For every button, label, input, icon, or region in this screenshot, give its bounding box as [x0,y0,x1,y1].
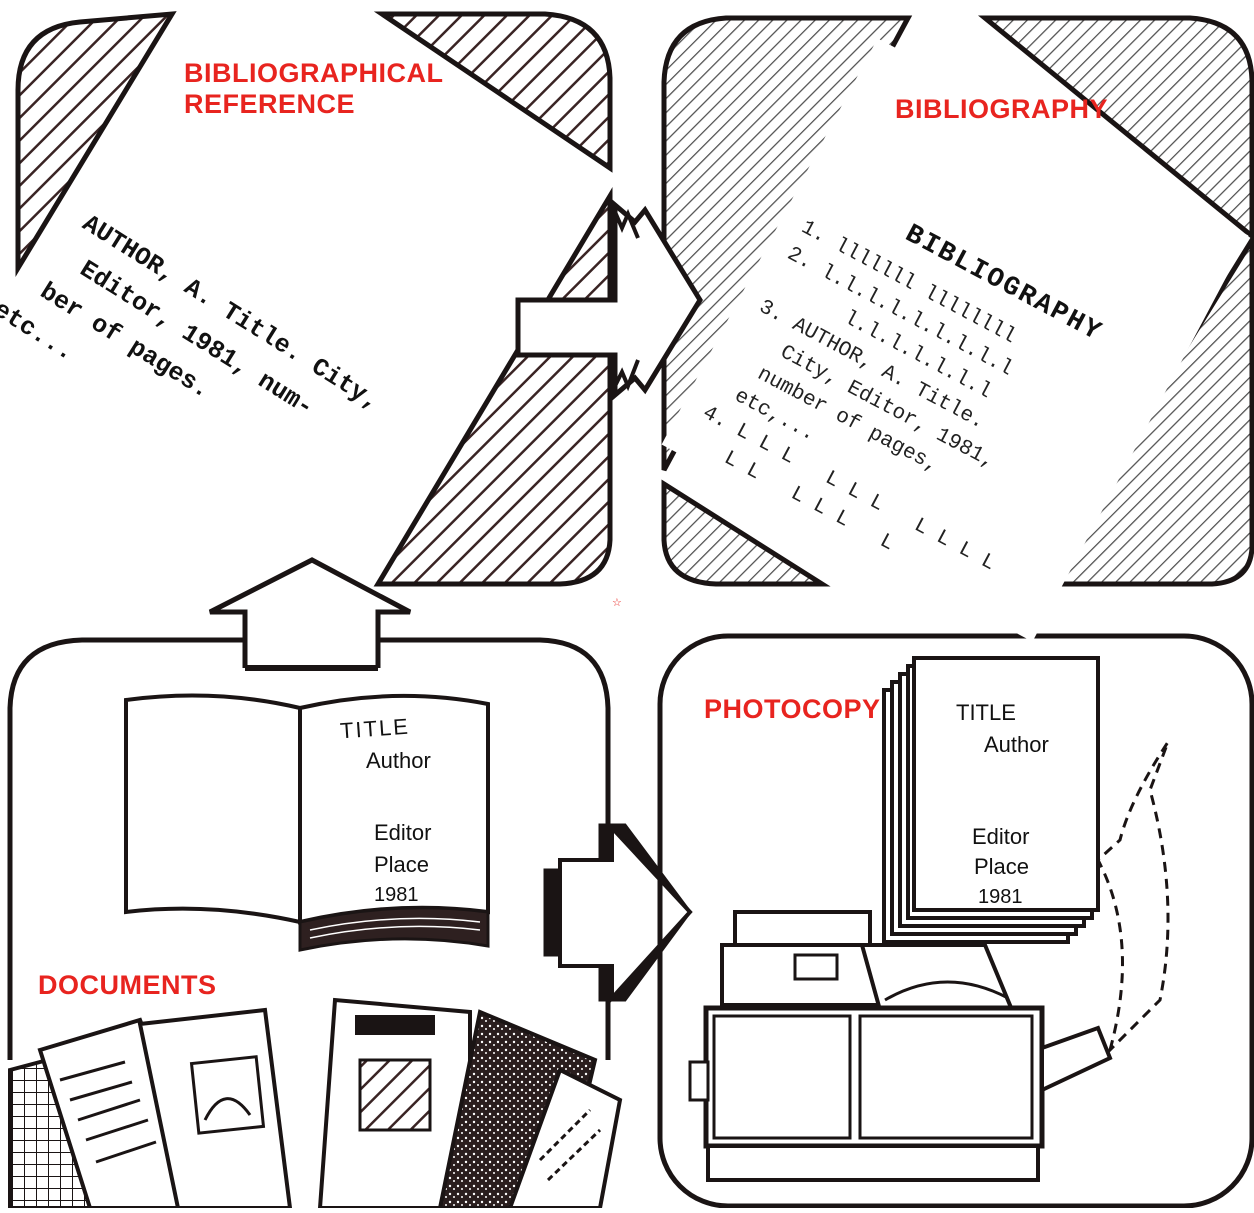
copy-year: 1981 [978,886,1023,909]
book-editor: Editor [374,820,431,846]
copy-place: Place [974,854,1029,880]
book-year: 1981 [374,884,419,907]
star-mark: ☆ [612,596,622,609]
copy-editor: Editor [972,824,1029,850]
arrow-right-face [560,828,690,998]
reference-label-line1: BIBLIOGRAPHICAL [184,58,444,89]
book-author: Author [366,748,431,774]
copy-author: Author [984,732,1049,758]
reference-label-line2: REFERENCE [184,89,444,120]
copy-title: TITLE [956,700,1016,726]
photocopy-label: PHOTOCOPY [704,694,881,725]
book-place: Place [374,852,429,878]
open-book [126,696,488,951]
reference-label: BIBLIOGRAPHICAL REFERENCE [184,58,444,120]
photocopier [690,912,1110,1180]
document-stack [10,1000,620,1208]
bibliography-label: BIBLIOGRAPHY [895,94,1108,125]
book-title: TITLE [339,714,411,745]
reference-hatch-bottom-right [378,196,610,584]
documents-label: DOCUMENTS [38,970,217,1001]
return-arrow-dashed [1098,742,1168,1050]
